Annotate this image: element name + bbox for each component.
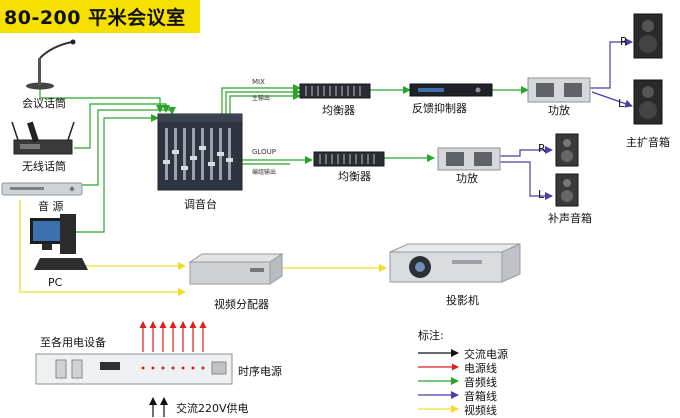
equalizer-1	[299, 83, 371, 99]
label-video-distributor: 视频分配器	[214, 298, 269, 311]
sequencer-power-unit	[35, 353, 233, 385]
label-wireless-mic: 无线话筒	[22, 160, 66, 173]
fill-speaker-right	[555, 133, 579, 167]
label-amp-2: 功放	[456, 172, 478, 185]
label-projector: 投影机	[446, 294, 479, 307]
feedback-suppressor	[409, 83, 493, 97]
mixing-console	[157, 113, 243, 191]
diagram-title: 80-200 平米会议室	[0, 0, 200, 33]
label-ac-input: 交流220V供电	[176, 402, 249, 415]
label-main-speakers: 主扩音箱	[626, 136, 670, 149]
speaker-lines	[500, 38, 633, 200]
label-eq-2: 均衡器	[338, 170, 371, 183]
legend-item-video-cable: 视频线	[464, 404, 497, 417]
wireless-mic	[11, 121, 75, 155]
audio-input-lines	[39, 86, 176, 233]
legend-item-speaker-cable: 音箱线	[464, 390, 497, 403]
legend-swatches	[418, 349, 459, 413]
label-audio-source: 音 源	[38, 200, 64, 213]
label-mixer: 调音台	[184, 198, 217, 211]
main-speaker-left	[633, 79, 663, 125]
label-mix-bus-sub: 主输出	[252, 95, 271, 102]
legend-title: 标注:	[418, 329, 444, 342]
pc-workstation	[30, 214, 88, 270]
legend-item-power-cable: 电源线	[464, 362, 497, 375]
video-lines	[19, 200, 387, 296]
label-sequencer: 时序电源	[238, 365, 282, 378]
audio-output-lines	[221, 84, 529, 165]
equalizer-2	[313, 151, 385, 167]
label-group-bus: GLOUP	[252, 148, 276, 156]
audio-source-player	[1, 182, 83, 196]
legend-item-ac-power: 交流电源	[464, 348, 508, 361]
label-to-devices: 至各用电设备	[40, 336, 106, 349]
label-feedback: 反馈抑制器	[412, 102, 467, 115]
label-pc: PC	[48, 276, 63, 289]
label-fill-speakers: 补声音箱	[548, 212, 592, 225]
label-channel-l-fill: L	[538, 188, 545, 201]
label-mix-bus: MIX	[252, 78, 265, 86]
power-lines	[139, 321, 207, 352]
projector	[389, 243, 521, 283]
label-channel-l-main: L	[618, 97, 625, 110]
label-group-bus-sub: 编组输出	[252, 169, 277, 176]
label-channel-r-fill: R	[538, 142, 546, 155]
label-eq-1: 均衡器	[322, 104, 355, 117]
amplifier-2	[437, 147, 501, 171]
fill-speaker-left	[555, 173, 579, 207]
main-speaker-right	[633, 13, 663, 59]
ac-input-lines	[149, 397, 168, 417]
video-distributor	[188, 253, 284, 285]
label-conference-mic: 会议话筒	[22, 97, 66, 110]
label-amp-1: 功放	[548, 104, 570, 117]
amplifier-1	[527, 77, 591, 103]
label-channel-r-main: R	[620, 35, 628, 48]
legend-item-audio-cable: 音频线	[464, 376, 497, 389]
conference-mic	[26, 39, 76, 90]
